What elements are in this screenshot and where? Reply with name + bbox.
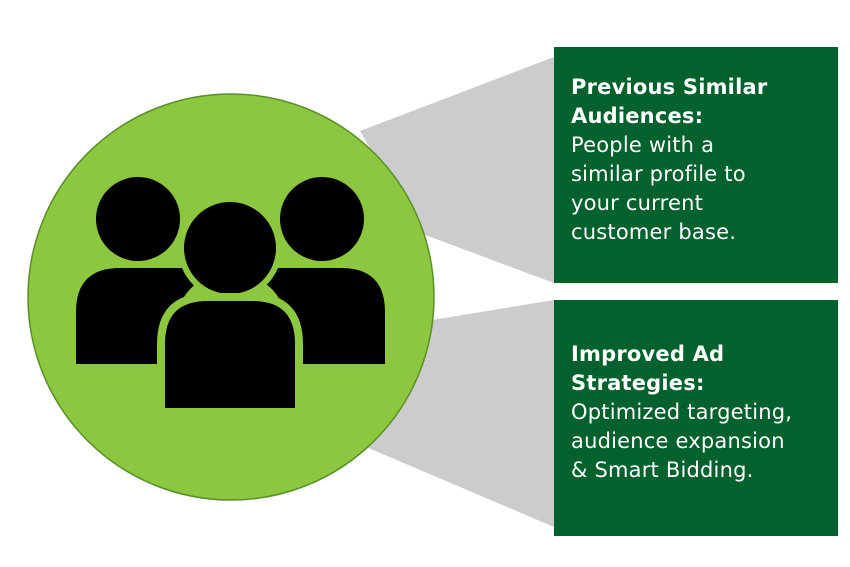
card-body-line: & Smart Bidding. — [571, 458, 754, 482]
improved-ad-strategies-card: Improved Ad Strategies: Optimized target… — [554, 300, 838, 536]
card-body-line: customer base. — [571, 220, 737, 244]
card-title-line: Strategies: — [571, 371, 705, 395]
card-title-line: Audiences: — [571, 104, 704, 128]
card-title: Previous Similar Audiences: — [571, 73, 826, 131]
group-of-people-icon — [76, 177, 385, 416]
card-body-line: Optimized targeting, — [571, 400, 793, 424]
card-title: Improved Ad Strategies: — [571, 340, 826, 398]
card-body: Optimized targeting, audience expansion … — [571, 398, 826, 485]
card-body-line: similar profile to — [571, 162, 746, 186]
card-title-line: Improved Ad — [571, 342, 725, 366]
card-body-line: audience expansion — [571, 429, 785, 453]
card-body: People with a similar profile to your cu… — [571, 131, 826, 247]
connector-top — [360, 57, 554, 283]
card-body-line: People with a — [571, 133, 715, 157]
previous-similar-audiences-card: Previous Similar Audiences: People with … — [554, 47, 838, 283]
card-title-line: Previous Similar — [571, 75, 768, 99]
card-body-line: your current — [571, 191, 704, 215]
